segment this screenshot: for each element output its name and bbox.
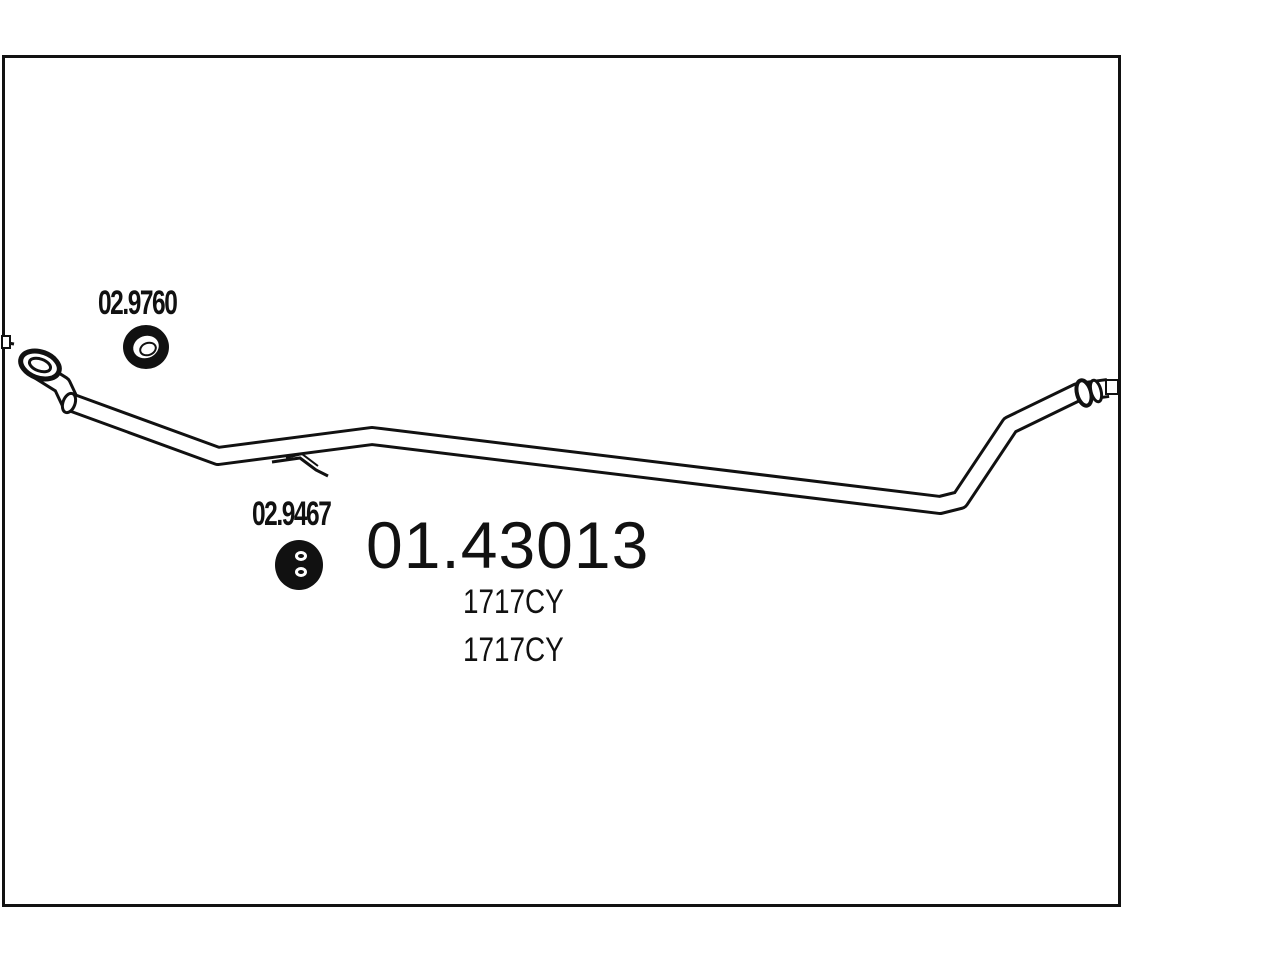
clamp-code-label: 02.9760 [98, 284, 178, 322]
reference-code-2: 1717CY [463, 631, 564, 669]
part-number-label: 01.43013 [366, 508, 650, 582]
pipe-end-right-icon [1074, 378, 1119, 408]
pipe-flange-left-icon [1, 335, 78, 415]
reference-code-1: 1717CY [463, 583, 564, 621]
clamp-ring-icon [123, 325, 169, 369]
pipe-hanger-bracket-icon [271, 456, 329, 478]
rubber-hanger-icon [275, 540, 323, 590]
hanger-code-label: 02.9467 [252, 495, 332, 533]
diagram-frame [2, 55, 1121, 907]
exhaust-pipe-icon [1, 335, 1119, 515]
